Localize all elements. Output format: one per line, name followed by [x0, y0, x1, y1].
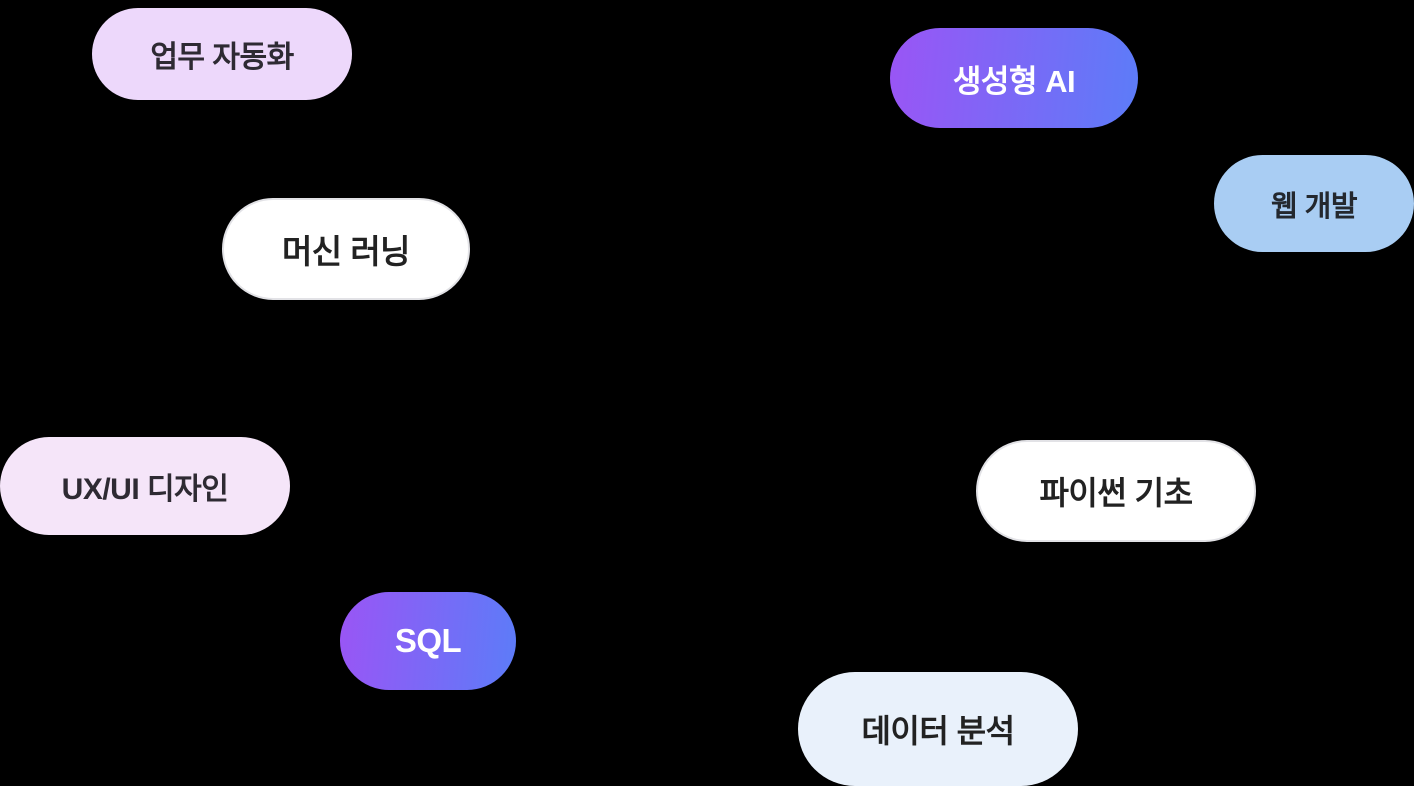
tag-web-development-label: 웹 개발	[1270, 190, 1358, 223]
tag-uxui-design[interactable]: UX/UI 디자인	[0, 437, 290, 535]
tag-sql-label: SQL	[394, 622, 462, 659]
tag-generative-ai[interactable]: 생성형 AI	[890, 28, 1138, 128]
tag-python-basics[interactable]: 파이썬 기초	[976, 440, 1256, 542]
tag-work-automation[interactable]: 업무 자동화	[92, 8, 352, 100]
tag-generative-ai-label: 생성형 AI	[952, 63, 1076, 99]
tag-web-development[interactable]: 웹 개발	[1214, 155, 1414, 252]
tag-machine-learning[interactable]: 머신 러닝	[222, 198, 470, 300]
tag-data-analysis[interactable]: 데이터 분석	[798, 672, 1078, 786]
tag-sql[interactable]: SQL	[340, 592, 516, 690]
tag-data-analysis-label: 데이터 분석	[861, 713, 1015, 749]
tag-machine-learning-label: 머신 러닝	[281, 233, 411, 270]
tag-python-basics-label: 파이썬 기초	[1039, 475, 1193, 511]
tag-uxui-design-label: UX/UI 디자인	[61, 473, 229, 506]
tag-work-automation-label: 업무 자동화	[150, 41, 294, 74]
